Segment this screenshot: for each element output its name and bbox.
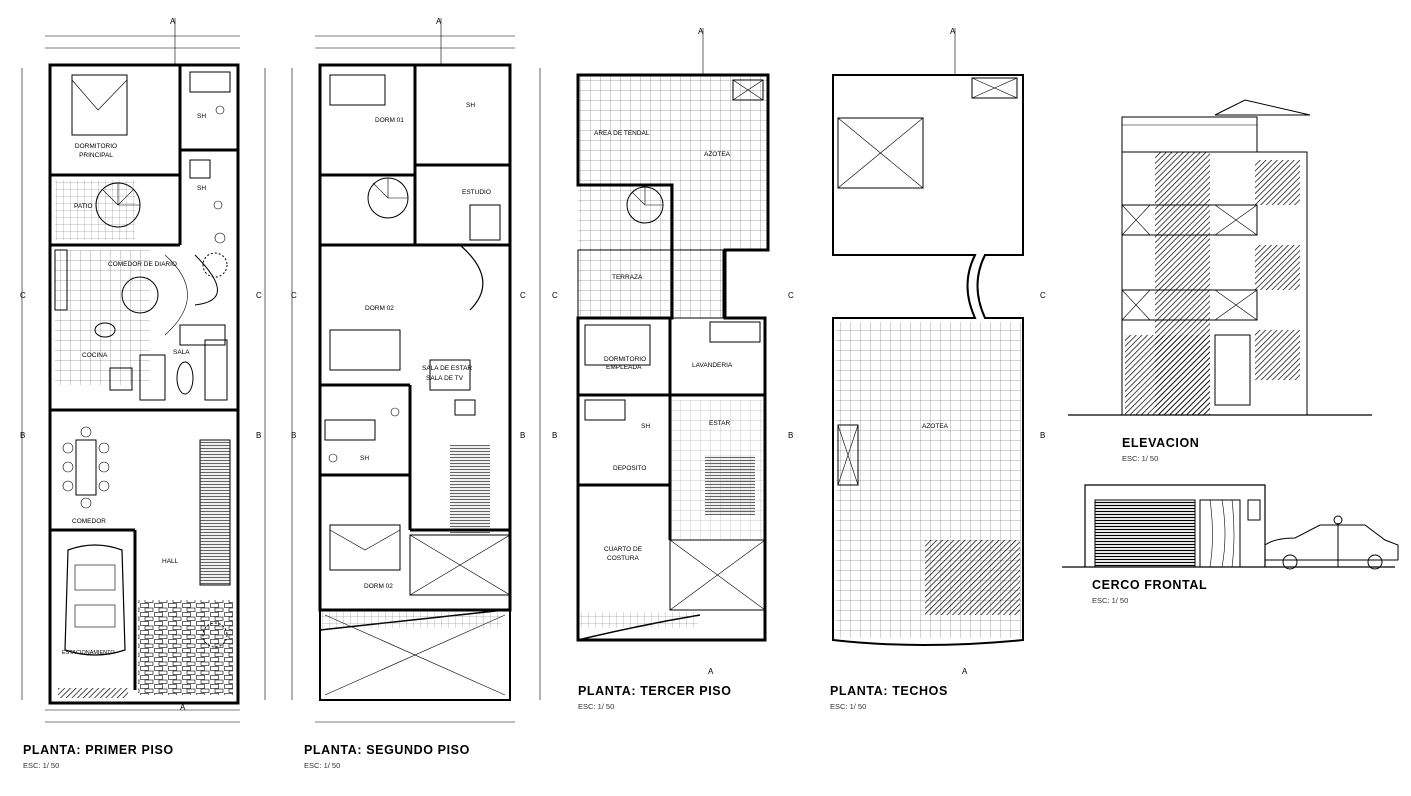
room-label: DORMITORIO: [604, 356, 646, 363]
section-mark: A: [170, 17, 176, 26]
room-label: DORM 02: [365, 305, 394, 312]
room-label: COMEDOR DE DIARIO: [108, 261, 177, 268]
section-mark: C: [552, 291, 558, 300]
plan-tercer-piso: AREA DE TENDAL AZOTEA TERRAZA DORMITORIO…: [552, 27, 794, 711]
section-mark: C: [788, 291, 794, 300]
room-label: DORM 01: [375, 117, 404, 124]
plan-scale: ESC: 1/ 50: [304, 761, 340, 770]
section-mark: B: [291, 431, 296, 440]
section-mark: B: [520, 431, 525, 440]
plan-segundo-piso: DORM 01 SH ESTUDIO DORM 02 SALA DE ESTAR…: [291, 17, 541, 770]
section-mark: C: [520, 291, 526, 300]
room-label: HALL: [162, 558, 179, 565]
plan-title: PLANTA: SEGUNDO PISO: [304, 743, 470, 757]
section-mark: C: [256, 291, 262, 300]
plan-scale: ESC: 1/ 50: [23, 761, 59, 770]
room-label: PRINCIPAL: [79, 152, 113, 159]
room-label: PATIO: [74, 203, 93, 210]
room-label: SH: [197, 185, 206, 192]
section-mark: B: [1040, 431, 1045, 440]
room-label: TERRAZA: [612, 274, 643, 281]
room-label: SALA DE ESTAR: [422, 365, 472, 372]
room-label: SALA DE TV: [426, 375, 464, 382]
room-label: COCINA: [82, 352, 108, 359]
elevation-title: ELEVACION: [1122, 436, 1199, 450]
room-label: DORMITORIO: [75, 143, 117, 150]
section-mark: C: [291, 291, 297, 300]
section-mark: A: [180, 703, 186, 712]
room-label: AZOTEA: [704, 151, 731, 158]
room-label: SH: [466, 102, 475, 109]
elevation-front-fence: CERCO FRONTAL ESC: 1/ 50: [1062, 484, 1399, 605]
section-mark: A: [698, 27, 704, 36]
room-label: LAVANDERIA: [692, 362, 733, 369]
room-label: DEPOSITO: [613, 465, 646, 472]
room-label: ESTACIONAMIENTO: [62, 650, 115, 656]
plan-title: PLANTA: PRIMER PISO: [23, 743, 174, 757]
room-label: SH: [360, 455, 369, 462]
elevation-scale: ESC: 1/ 50: [1092, 596, 1128, 605]
room-label: CUARTO DE: [604, 546, 643, 553]
room-label: AZOTEA: [922, 423, 949, 430]
room-label: DORM 02: [364, 583, 393, 590]
section-mark: B: [788, 431, 793, 440]
elevation-title: CERCO FRONTAL: [1092, 578, 1207, 592]
elevation-scale: ESC: 1/ 50: [1122, 454, 1158, 463]
plan-title: PLANTA: TECHOS: [830, 684, 948, 698]
section-mark: C: [20, 291, 26, 300]
section-mark: A: [436, 17, 442, 26]
room-label: EMPLEADA: [606, 364, 642, 371]
room-label: SH: [197, 113, 206, 120]
plan-scale: ESC: 1/ 50: [578, 702, 614, 711]
section-mark: B: [256, 431, 261, 440]
plan-title: PLANTA: TERCER PISO: [578, 684, 732, 698]
room-label: ESTUDIO: [462, 189, 491, 196]
section-mark: B: [552, 431, 557, 440]
plan-techos: AZOTEA A C B A PLANTA: TECHOS ESC: 1/ 50: [830, 27, 1046, 711]
room-label: COSTURA: [607, 555, 639, 562]
elevation-front: ELEVACION ESC: 1/ 50: [1068, 99, 1372, 463]
room-label: SALA: [173, 349, 190, 356]
section-mark: A: [950, 27, 956, 36]
room-label: ESTAR: [709, 420, 730, 427]
section-mark: A: [708, 667, 714, 676]
room-label: COMEDOR: [72, 518, 106, 525]
section-mark: B: [20, 431, 25, 440]
room-label: AREA DE TENDAL: [594, 130, 650, 137]
room-label: SH: [641, 423, 650, 430]
section-mark: C: [1040, 291, 1046, 300]
plan-primer-piso: DORMITORIO PRINCIPAL SH SH PATIO COMEDOR…: [20, 17, 266, 770]
plan-scale: ESC: 1/ 50: [830, 702, 866, 711]
section-mark: A: [962, 667, 968, 676]
